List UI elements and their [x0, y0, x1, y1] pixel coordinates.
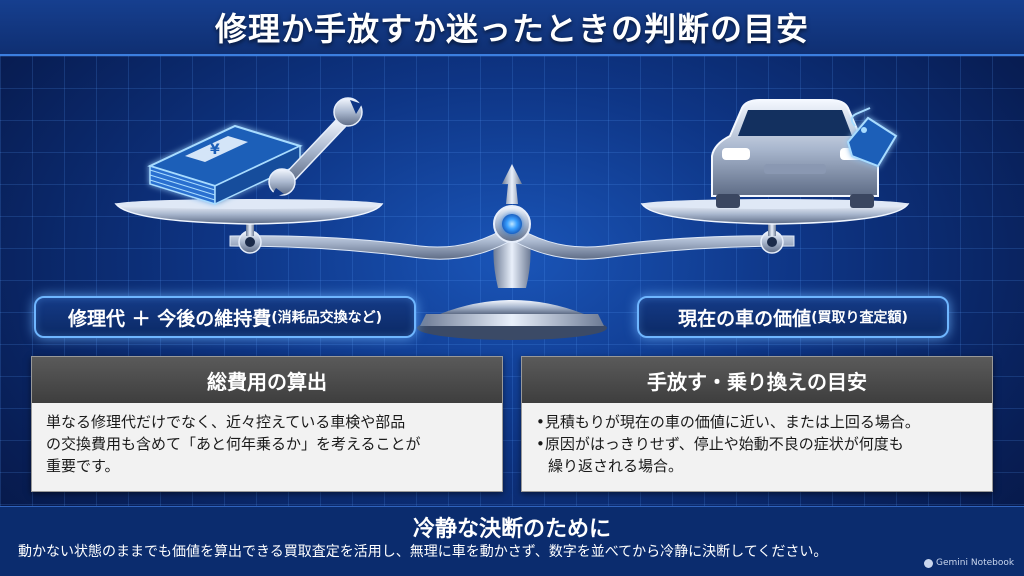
- car-value-label-sub: (買取り査定額): [811, 310, 908, 326]
- footer-bar: [0, 506, 1024, 576]
- replacement-guide-bullet-cont: 繰り返される場合。: [548, 457, 684, 475]
- yen-money-stack-icon: ¥: [147, 124, 303, 206]
- total-cost-line: 重要です。: [46, 457, 120, 475]
- scale-illustration: ¥: [114, 97, 910, 340]
- car-icon: [711, 99, 879, 208]
- footer-text: 動かない状態のままでも価値を算出できる買取査定を活用し、無理に車を動かさず、数字…: [18, 544, 828, 560]
- title-bar: 修理か手放すか迷ったときの判断の目安: [0, 0, 1024, 56]
- balance-scale-icon: [114, 164, 910, 340]
- price-tag-icon: [846, 107, 898, 168]
- svg-text:¥: ¥: [210, 142, 220, 158]
- watermark-logo-icon: [924, 558, 933, 568]
- footer-title: 冷静な決断のために: [412, 517, 611, 542]
- page-title: 修理か手放すか迷ったときの判断の目安: [214, 10, 809, 48]
- repair-cost-label-sub: (消耗品交換など): [271, 310, 383, 326]
- total-cost-panel-body: 単なる修理代だけでなく、近々控えている車検や部品 の交換費用も含めて「あと何年乗…: [32, 403, 502, 485]
- total-cost-panel-title: 総費用の算出: [32, 357, 502, 403]
- wrench-icon: [268, 97, 363, 198]
- total-cost-panel: 総費用の算出 単なる修理代だけでなく、近々控えている車検や部品 の交換費用も含め…: [31, 356, 503, 492]
- replacement-guide-bullet: •見積もりが現在の車の価値に近い、または上回る場合。: [536, 413, 920, 431]
- repair-cost-label-main: 修理代 ＋ 今後の維持費: [67, 307, 272, 330]
- replacement-guide-bullet: •原因がはっきりせず、停止や始動不良の症状が何度も: [536, 435, 904, 453]
- watermark: Gemini Notebook: [924, 558, 1014, 568]
- car-value-label: 現在の車の価値 (買取り査定額): [637, 296, 949, 338]
- replacement-guide-panel: 手放す・乗り換えの目安 •見積もりが現在の車の価値に近い、または上回る場合。 •…: [521, 356, 993, 492]
- repair-cost-label: 修理代 ＋ 今後の維持費 (消耗品交換など): [34, 296, 416, 338]
- car-value-label-main: 現在の車の価値: [678, 307, 812, 330]
- replacement-guide-panel-body: •見積もりが現在の車の価値に近い、または上回る場合。 •原因がはっきりせず、停止…: [522, 403, 992, 485]
- replacement-guide-panel-title: 手放す・乗り換えの目安: [522, 357, 992, 403]
- total-cost-line: の交換費用も含めて「あと何年乗るか」を考えることが: [46, 435, 421, 453]
- total-cost-line: 単なる修理代だけでなく、近々控えている車検や部品: [46, 413, 406, 431]
- watermark-text: Gemini Notebook: [936, 558, 1015, 568]
